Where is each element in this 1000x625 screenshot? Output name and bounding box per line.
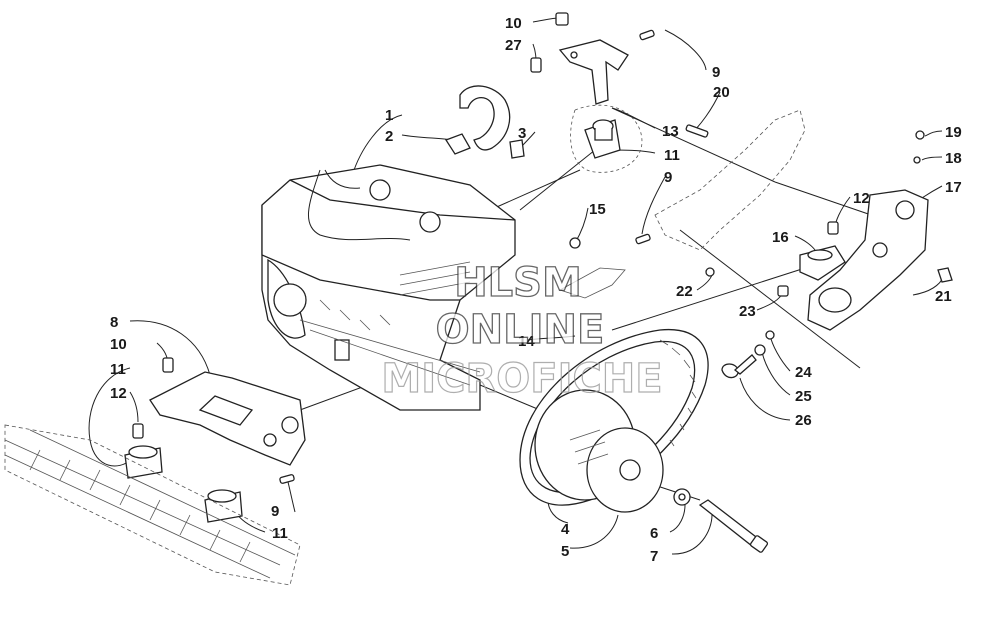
callout-27: 27 [505, 37, 522, 54]
watermark-line-2: ONLINE [436, 307, 605, 353]
callout-26: 26 [795, 412, 812, 429]
drive-clutch-and-belt [519, 328, 769, 553]
callout-11-left: 11 [110, 361, 126, 378]
callout-9-top: 9 [712, 64, 720, 81]
watermark-line-1: HLSM [454, 260, 582, 306]
watermark-line-3: MICROFICHE [381, 356, 662, 402]
callout-2: 2 [385, 128, 393, 145]
alignment-lines [299, 107, 916, 501]
callout-12-right: 12 [853, 190, 870, 207]
callout-14: 14 [518, 333, 535, 350]
callout-20: 20 [713, 84, 730, 101]
callout-3: 3 [518, 125, 526, 142]
callout-5: 5 [561, 543, 569, 560]
chassis-rails [4, 424, 301, 586]
callout-15: 15 [589, 201, 606, 218]
callout-4: 4 [561, 521, 570, 538]
callout-11-bottom: 11 [272, 525, 288, 542]
recoil-starter-handle [445, 85, 525, 159]
callout-11-top: 11 [664, 147, 680, 164]
callout-1: 1 [385, 107, 393, 124]
callout-7: 7 [650, 548, 658, 565]
callout-22: 22 [676, 283, 693, 300]
watermark: HLSM ONLINE MICROFICHE [381, 259, 663, 402]
callout-9-left: 9 [271, 503, 279, 520]
callout-10-left: 10 [110, 336, 127, 353]
callout-24: 24 [795, 364, 812, 381]
callout-8: 8 [110, 314, 118, 331]
callout-18: 18 [945, 150, 962, 167]
callout-12-left: 12 [110, 385, 127, 402]
callout-25: 25 [795, 388, 812, 405]
callout-13: 13 [662, 123, 679, 140]
engine-block [261, 164, 516, 411]
callout-6: 6 [650, 525, 658, 542]
callout-numbers: 1 2 3 4 5 6 7 8 9 9 9 10 10 11 11 11 12 … [110, 15, 962, 565]
callout-9-mid: 9 [664, 169, 672, 186]
callout-19: 19 [945, 124, 962, 141]
belt-guard-outline [558, 109, 806, 299]
callout-23: 23 [739, 303, 756, 320]
callout-16: 16 [772, 229, 789, 246]
callout-17: 17 [945, 179, 962, 196]
left-engine-mount [124, 357, 306, 523]
callout-10-top: 10 [505, 15, 522, 32]
right-mount-bracket [569, 130, 953, 379]
callout-21: 21 [935, 288, 952, 305]
top-engine-mount [530, 12, 709, 173]
